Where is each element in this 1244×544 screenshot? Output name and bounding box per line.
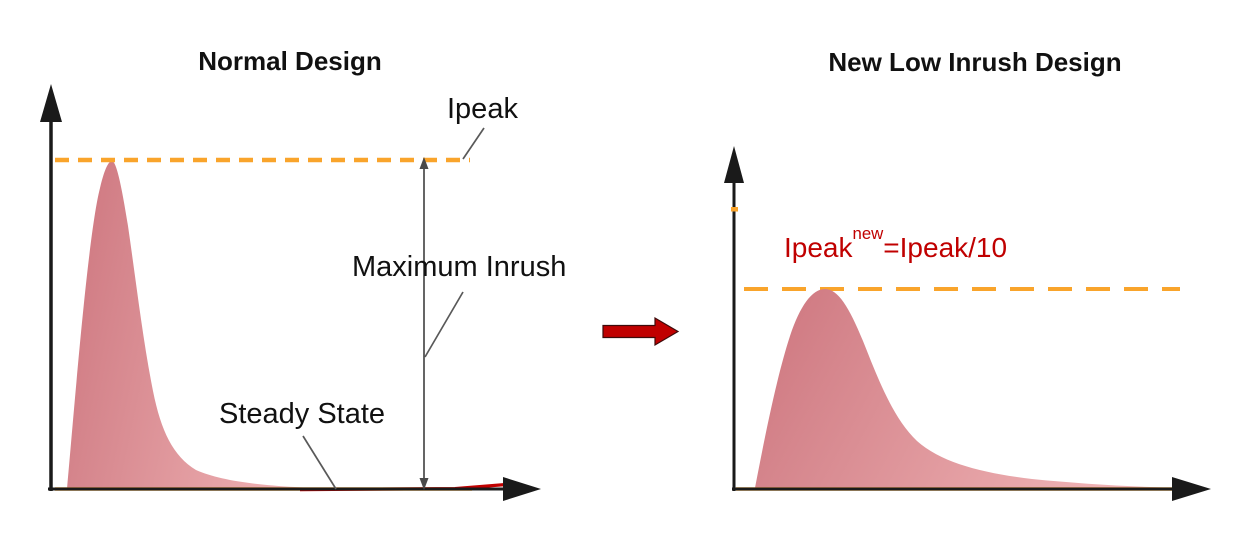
right-ipeak-level-tick	[731, 207, 738, 212]
formula-superscript: new	[852, 224, 884, 244]
right-inrush-curve	[755, 289, 1183, 488]
right-y-axis-arrowhead	[724, 146, 744, 183]
left-chart	[40, 84, 541, 501]
ipeak-label: Ipeak	[447, 93, 518, 125]
transition-arrow	[602, 316, 680, 347]
measure-line-top-arrowhead	[419, 157, 429, 169]
steady-state-leader-line	[302, 435, 337, 490]
ipeak-new-formula: Ipeaknew=Ipeak/10	[784, 225, 1008, 264]
right-chart	[724, 146, 1211, 501]
left-y-axis-arrowhead	[40, 84, 62, 122]
steady-state-label: Steady State	[219, 398, 386, 430]
formula-base: Ipeak	[784, 232, 853, 263]
maximum-inrush-label: Maximum Inrush	[352, 251, 567, 283]
left-inrush-curve	[67, 161, 345, 489]
left-chart-title: Normal Design	[198, 46, 382, 76]
right-chart-title: New Low Inrush Design	[828, 47, 1122, 77]
left-x-axis-arrowhead	[503, 477, 541, 501]
maximum-inrush-leader-line	[424, 291, 464, 358]
right-block-arrow-icon	[602, 316, 680, 347]
right-x-axis-arrowhead	[1172, 477, 1211, 501]
ipeak-leader-line	[462, 127, 485, 160]
formula-rest: =Ipeak/10	[883, 232, 1008, 263]
measure-line-bottom-arrowhead	[419, 478, 429, 490]
